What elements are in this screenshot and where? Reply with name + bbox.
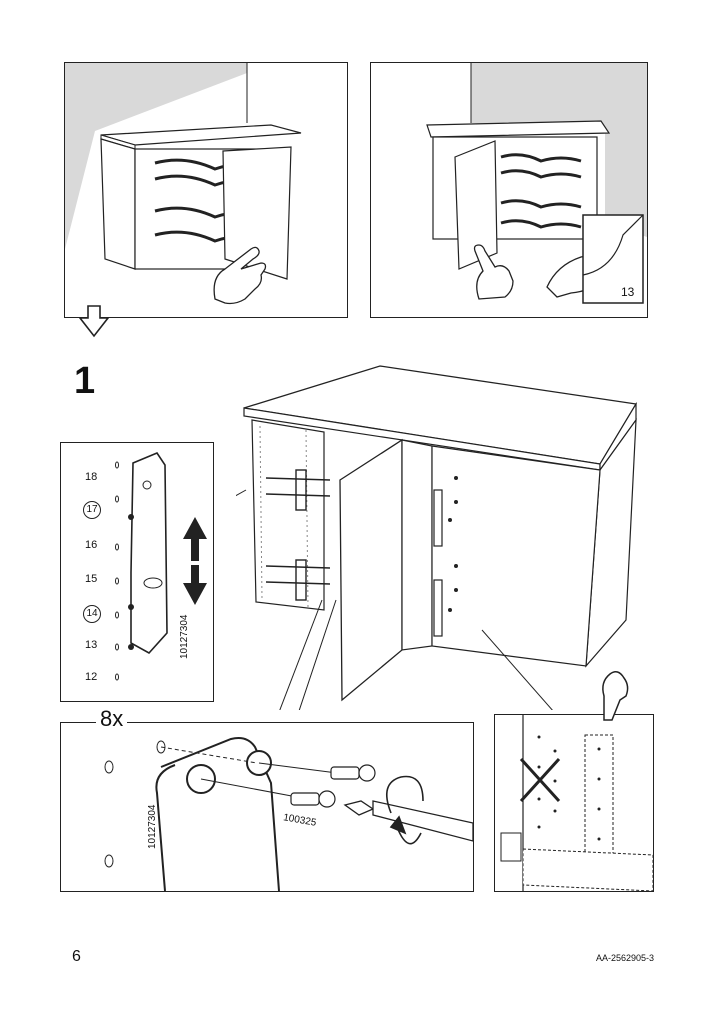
hand-point-icon <box>602 671 629 721</box>
hinge-hole-detail-panel: 18 17 16 15 14 13 12 10127304 <box>60 442 214 702</box>
rotate-arrow-icon <box>385 775 424 845</box>
page-reference-icon <box>582 214 644 304</box>
screwdriver-icon <box>343 800 473 842</box>
hole-label: 12 <box>85 671 98 683</box>
up-down-arrow-icon <box>183 517 207 605</box>
part-number-label: 10127304 <box>179 614 190 660</box>
screw-detail-panel: 10127304 100325 <box>60 722 474 892</box>
hole-label: 15 <box>85 573 98 585</box>
cabinet-open-door-illustration <box>65 63 347 305</box>
hinge-plate-illustration <box>115 452 207 681</box>
hole-label: 18 <box>85 471 98 483</box>
wrong-position-panel <box>494 714 654 892</box>
hole-label-circled: 14 <box>83 605 101 623</box>
hole-label-circled: 17 <box>83 501 101 519</box>
hole-label: 16 <box>85 539 98 551</box>
top-right-panel: 13 <box>370 62 648 318</box>
page-number: 6 <box>72 948 81 965</box>
page-reference-number: 13 <box>621 285 635 299</box>
hand-point-icon <box>213 246 267 305</box>
main-cabinet-illustration <box>236 365 638 710</box>
cross-icon <box>519 757 561 803</box>
document-code: AA-2562905-3 <box>595 953 654 963</box>
arrow-down-icon <box>78 305 110 338</box>
part-number-label: 10127304 <box>147 804 158 850</box>
screw-installation-illustration <box>104 737 473 891</box>
hole-label: 13 <box>85 639 98 651</box>
screw-icon <box>290 764 376 808</box>
quantity-label: 8x <box>96 706 128 732</box>
incorrect-hinge-illustration <box>500 715 653 891</box>
step-number: 1 <box>74 360 96 402</box>
top-left-panel <box>64 62 348 318</box>
cabinet-closing-door-illustration <box>426 63 647 304</box>
